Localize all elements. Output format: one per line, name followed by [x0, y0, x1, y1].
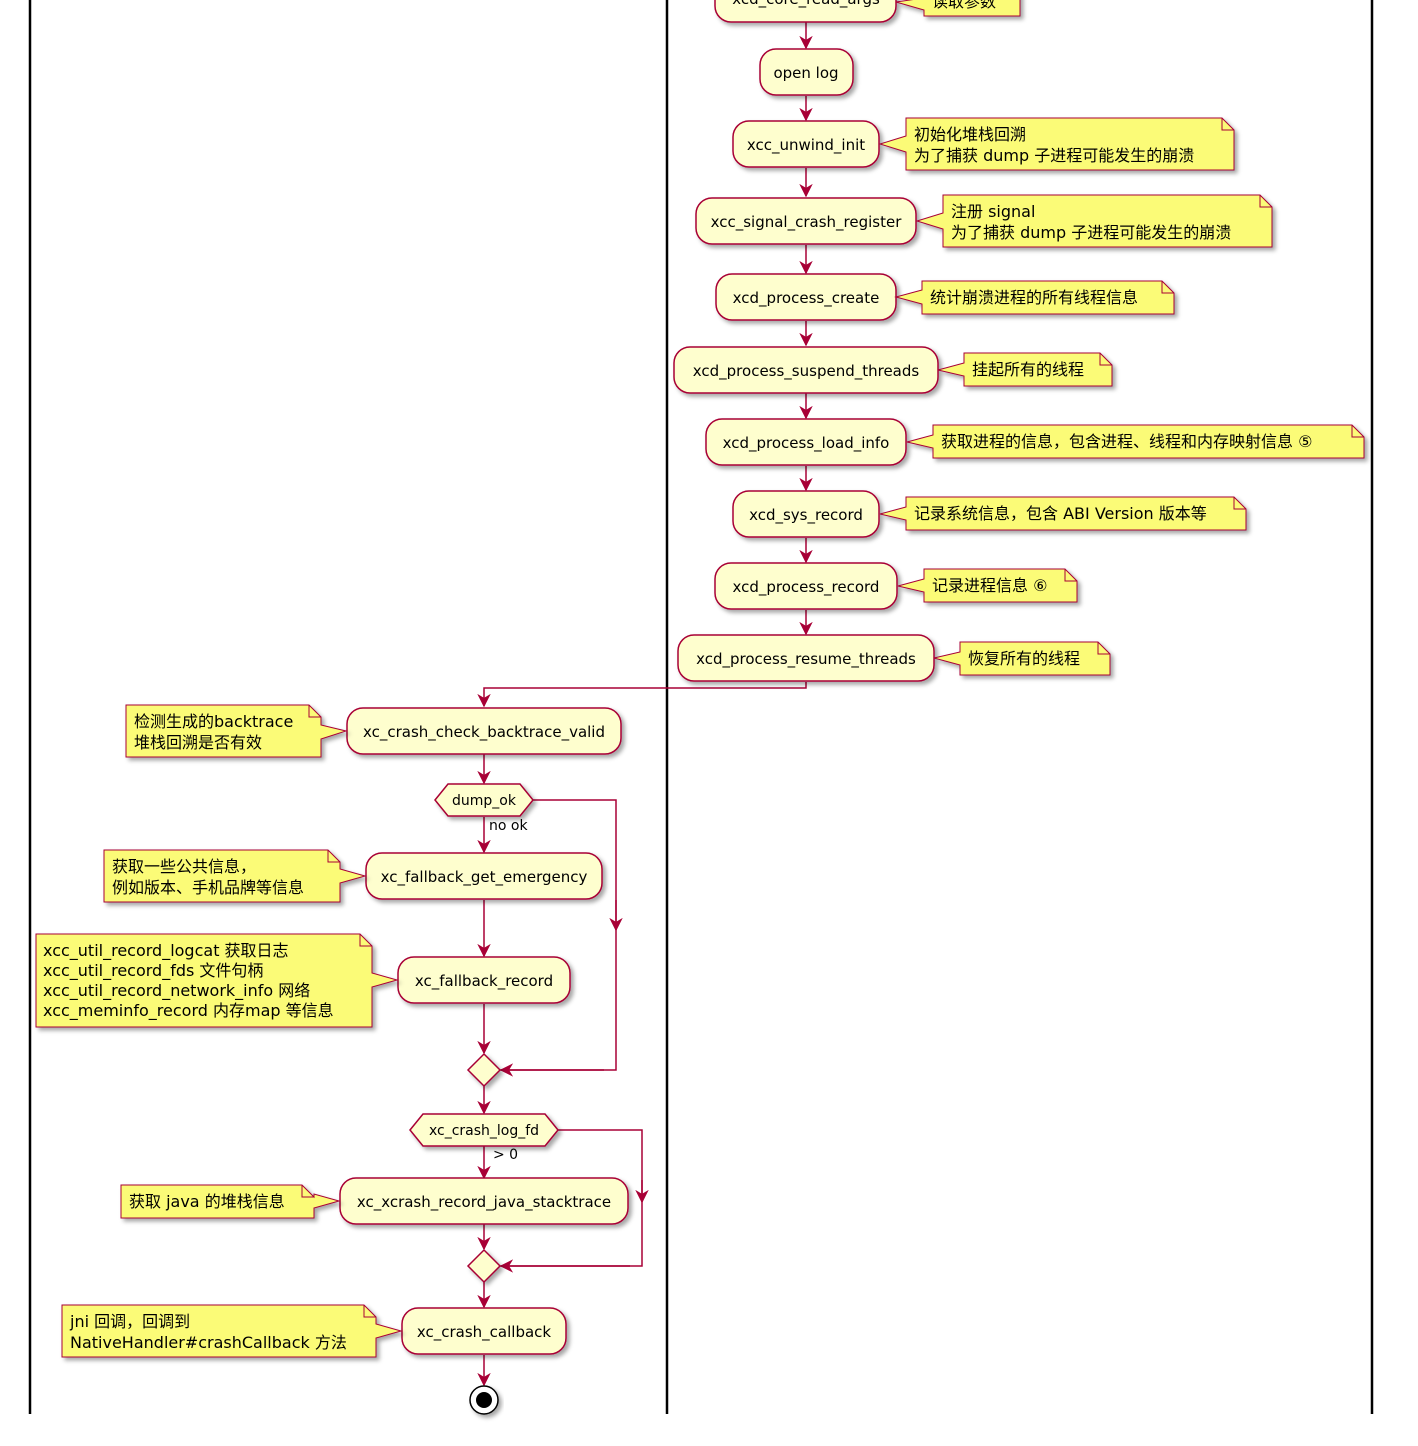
decision-dump-ok: dump_ok no ok [434, 783, 534, 834]
note-text: 检测生成的backtrace 堆栈回溯是否有效 [134, 712, 298, 752]
activity-xcc-signal-crash-register: xcc_signal_crash_register [695, 197, 917, 245]
activity-xc-xcrash-record-java-stacktrace: xc_xcrash_record_java_stacktrace [339, 1177, 629, 1225]
branch-label: no ok [489, 818, 528, 834]
branch-label: > 0 [493, 1147, 518, 1163]
connectors [477, 22, 813, 1387]
activity-label: open log [773, 64, 838, 82]
note-process-record: 记录进程信息 ⑥ [897, 568, 1078, 603]
note-text: jni 回调，回调到 NativeHandler#crashCallback 方… [69, 1312, 347, 1352]
note-text: 记录进程信息 ⑥ [932, 576, 1047, 595]
swimlane-borders [28, 0, 1374, 1414]
merge-diamond [466, 1052, 502, 1088]
note-text: 获取进程的信息，包含进程、线程和内存映射信息 ⑤ [941, 432, 1312, 451]
note-fallback-record: xcc_util_record_logcat 获取日志 xcc_util_rec… [35, 933, 399, 1028]
activity-xc-fallback-get-emergency: xc_fallback_get_emergency [365, 852, 603, 900]
note-signal-register: 注册 signal 为了捕获 dump 子进程可能发生的崩溃 [915, 194, 1273, 248]
activity-xcd-process-load-info: xcd_process_load_info [705, 418, 907, 466]
note-text: 恢复所有的线程 [968, 649, 1080, 668]
note-text: 统计崩溃进程的所有线程信息 [930, 288, 1138, 307]
note-text: 记录系统信息，包含 ABI Version 版本等 [914, 504, 1207, 523]
activity-label: xcd_process_load_info [723, 434, 890, 453]
activity-label: xcc_unwind_init [747, 136, 865, 155]
merge-diamond [466, 1248, 502, 1284]
activity-label: xc_crash_check_backtrace_valid [363, 723, 605, 742]
note-crash-callback: jni 回调，回调到 NativeHandler#crashCallback 方… [61, 1304, 403, 1358]
note-process-create: 统计崩溃进程的所有线程信息 [894, 280, 1175, 315]
decision-label: dump_ok [452, 793, 517, 809]
activity-label: xc_crash_callback [417, 1323, 552, 1342]
activity-label: xcd_process_create [733, 289, 880, 308]
note-text: xcc_util_record_logcat 获取日志 xcc_util_rec… [43, 941, 334, 1021]
note-resume-threads: 恢复所有的线程 [933, 641, 1111, 676]
decision-xc-crash-log-fd: xc_crash_log_fd > 0 [409, 1113, 559, 1163]
activity-open-log: open log [759, 48, 854, 96]
note-suspend-threads: 挂起所有的线程 [937, 352, 1113, 387]
activity-label: xcd_sys_record [749, 506, 863, 525]
note-read-args: 读取参数 [895, 0, 1021, 17]
activity-xcd-process-resume-threads: xcd_process_resume_threads [677, 634, 935, 682]
note-text: 挂起所有的线程 [972, 360, 1084, 379]
activity-label: xcd_process_resume_threads [696, 650, 916, 669]
decision-label: xc_crash_log_fd [429, 1123, 539, 1139]
note-check-backtrace: 检测生成的backtrace 堆栈回溯是否有效 [125, 704, 348, 758]
note-get-emergency: 获取一些公共信息， 例如版本、手机品牌等信息 [103, 849, 367, 903]
activity-xcd-process-record: xcd_process_record [714, 562, 898, 610]
note-load-info: 获取进程的信息，包含进程、线程和内存映射信息 ⑤ [906, 424, 1365, 459]
activity-xcd-sys-record: xcd_sys_record [732, 490, 880, 538]
activity-xc-crash-callback: xc_crash_callback [401, 1307, 567, 1355]
activity-label: xcd_process_record [733, 578, 880, 597]
activity-label: xcd_core_read_args [732, 0, 880, 9]
note-text: 初始化堆栈回溯 为了捕获 dump 子进程可能发生的崩溃 [914, 125, 1194, 165]
activity-xcd-process-create: xcd_process_create [715, 273, 897, 321]
activity-label: xcc_signal_crash_register [711, 213, 903, 232]
note-text: 获取一些公共信息， 例如版本、手机品牌等信息 [112, 857, 304, 897]
note-text: 注册 signal 为了捕获 dump 子进程可能发生的崩溃 [951, 202, 1231, 242]
note-java-stacktrace: 获取 java 的堆栈信息 [120, 1184, 341, 1219]
activity-label: xc_fallback_record [415, 972, 553, 991]
note-unwind-init: 初始化堆栈回溯 为了捕获 dump 子进程可能发生的崩溃 [878, 117, 1235, 171]
activity-xc-fallback-record: xc_fallback_record [397, 956, 571, 1004]
activity-label: xc_xcrash_record_java_stacktrace [357, 1193, 611, 1212]
activity-xc-crash-check-backtrace-valid: xc_crash_check_backtrace_valid [346, 707, 622, 755]
note-sys-record: 记录系统信息，包含 ABI Version 版本等 [879, 496, 1247, 531]
activity-label: xc_fallback_get_emergency [381, 868, 588, 887]
end-node [469, 1385, 499, 1415]
note-text: 读取参数 [932, 0, 996, 11]
activity-label: xcd_process_suspend_threads [693, 362, 920, 381]
activity-xcd-core-read-args: xcd_core_read_args [714, 0, 897, 23]
activity-xcc-unwind-init: xcc_unwind_init [732, 120, 880, 168]
note-text: 获取 java 的堆栈信息 [129, 1192, 285, 1211]
activity-xcd-process-suspend-threads: xcd_process_suspend_threads [673, 346, 939, 394]
